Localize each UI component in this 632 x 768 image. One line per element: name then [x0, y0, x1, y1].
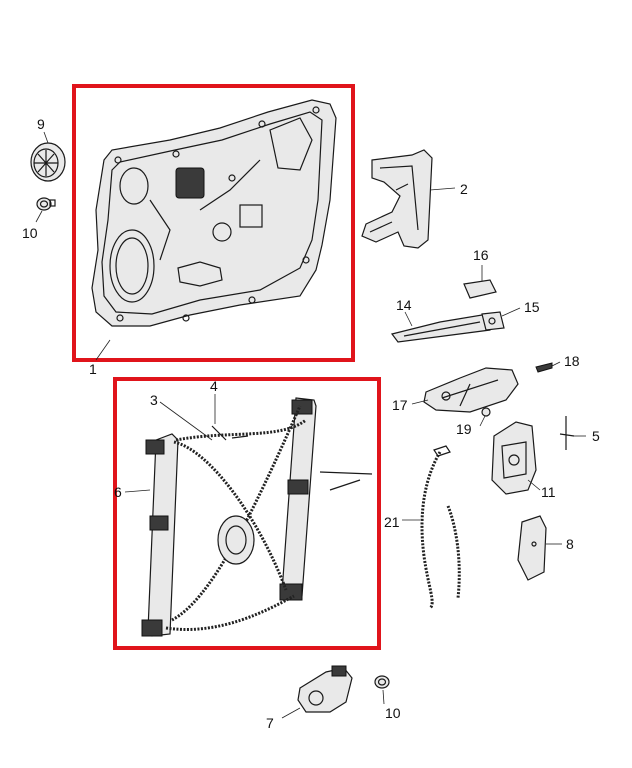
callout-9: 9 [37, 116, 45, 132]
window-regulator-motor [297, 665, 353, 713]
callout-8: 8 [566, 536, 574, 552]
clip-bottom [374, 675, 390, 689]
callout-19: 19 [456, 421, 472, 437]
callout-15: 15 [524, 299, 540, 315]
callout-5: 5 [592, 428, 600, 444]
release-cable [420, 445, 461, 610]
leader-11 [527, 479, 541, 491]
callout-21: 21 [384, 514, 400, 530]
leader-7 [281, 707, 301, 719]
handle-bracket [423, 367, 519, 413]
leader-3 [159, 401, 213, 441]
latch-shield [517, 515, 547, 581]
leader-17 [411, 399, 429, 405]
leader-6 [124, 489, 151, 493]
screw [535, 362, 553, 373]
callout-1: 1 [89, 361, 97, 377]
leader-15 [501, 307, 521, 317]
door-module-carrier-plate [91, 99, 337, 327]
clip-top [36, 197, 56, 211]
callout-6: 6 [114, 484, 122, 500]
callout-17: 17 [392, 397, 408, 413]
leader-10-bottom [382, 689, 385, 705]
leader-18 [551, 361, 561, 367]
callout-18: 18 [564, 353, 580, 369]
leader-9 [43, 131, 49, 144]
callout-16: 16 [473, 247, 489, 263]
window-regulator [141, 397, 373, 637]
leader-2 [429, 187, 456, 191]
handle-cap [463, 279, 497, 299]
leader-1 [95, 339, 111, 361]
leader-19 [479, 415, 486, 427]
callout-10-bottom: 10 [385, 705, 401, 721]
lock-cylinder-bezel [481, 311, 505, 331]
nut [481, 407, 491, 417]
callout-4: 4 [210, 378, 218, 394]
callout-14: 14 [396, 297, 412, 313]
door-bracket [361, 149, 433, 249]
leader-10-top [35, 210, 43, 223]
leader-14 [404, 311, 413, 327]
callout-11: 11 [541, 484, 556, 500]
callout-7: 7 [266, 715, 274, 731]
callout-10-top: 10 [22, 225, 38, 241]
latch-rod [559, 416, 575, 450]
grommet-plug [30, 142, 66, 182]
callout-3: 3 [150, 392, 158, 408]
highlight-box-window-regulator[interactable] [113, 377, 381, 650]
door-latch [491, 421, 537, 495]
callout-2: 2 [460, 181, 468, 197]
highlight-box-door-module[interactable] [72, 84, 355, 362]
